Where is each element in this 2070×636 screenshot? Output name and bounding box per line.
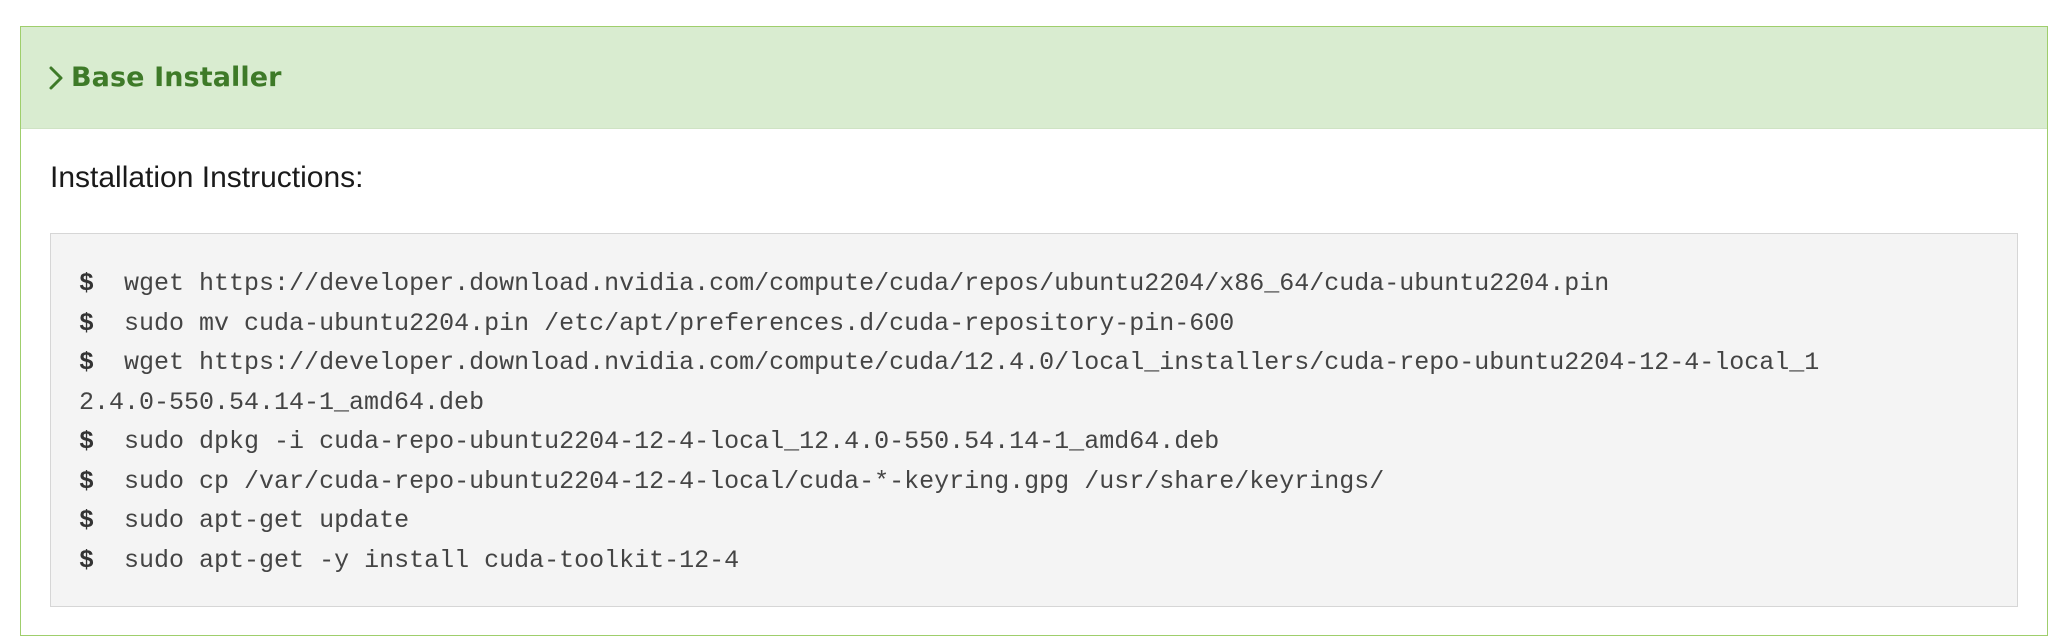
- code-line: $ wget https://developer.download.nvidia…: [79, 343, 1989, 383]
- code-line: $ sudo apt-get update: [79, 501, 1989, 541]
- code-line: $ sudo cp /var/cuda-repo-ubuntu2204-12-4…: [79, 462, 1989, 502]
- command-text: sudo mv cuda-ubuntu2204.pin /etc/apt/pre…: [124, 308, 1235, 338]
- prompt-symbol: $: [79, 545, 95, 575]
- code-line: $ sudo mv cuda-ubuntu2204.pin /etc/apt/p…: [79, 304, 1989, 344]
- command-text: wget https://developer.download.nvidia.c…: [124, 348, 1820, 377]
- command-text: 2.4.0-550.54.14-1_amd64.deb: [79, 387, 485, 417]
- code-line: $ sudo apt-get -y install cuda-toolkit-1…: [79, 541, 1989, 581]
- code-line-continuation: 2.4.0-550.54.14-1_amd64.deb: [79, 383, 1989, 423]
- code-block[interactable]: $ wget https://developer.download.nvidia…: [50, 233, 2018, 607]
- code-line: $ wget https://developer.download.nvidia…: [79, 264, 1989, 304]
- base-installer-panel: Base Installer Installation Instructions…: [20, 26, 2048, 636]
- command-text: sudo cp /var/cuda-repo-ubuntu2204-12-4-l…: [124, 466, 1385, 496]
- installation-instructions-label: Installation Instructions:: [50, 161, 364, 194]
- base-installer-header[interactable]: Base Installer: [21, 27, 2047, 129]
- panel-title: Base Installer: [71, 62, 282, 93]
- prompt-symbol: $: [79, 269, 95, 298]
- command-text: wget https://developer.download.nvidia.c…: [124, 269, 1610, 298]
- prompt-symbol: $: [79, 348, 95, 377]
- command-text: sudo apt-get update: [124, 506, 410, 535]
- chevron-right-icon: [45, 63, 67, 93]
- code-line: $ sudo dpkg -i cuda-repo-ubuntu2204-12-4…: [79, 422, 1989, 462]
- command-text: sudo apt-get -y install cuda-toolkit-12-…: [124, 545, 740, 575]
- command-text: sudo dpkg -i cuda-repo-ubuntu2204-12-4-l…: [124, 427, 1220, 456]
- prompt-symbol: $: [79, 506, 95, 535]
- prompt-symbol: $: [79, 466, 95, 496]
- prompt-symbol: $: [79, 308, 95, 338]
- prompt-symbol: $: [79, 427, 95, 456]
